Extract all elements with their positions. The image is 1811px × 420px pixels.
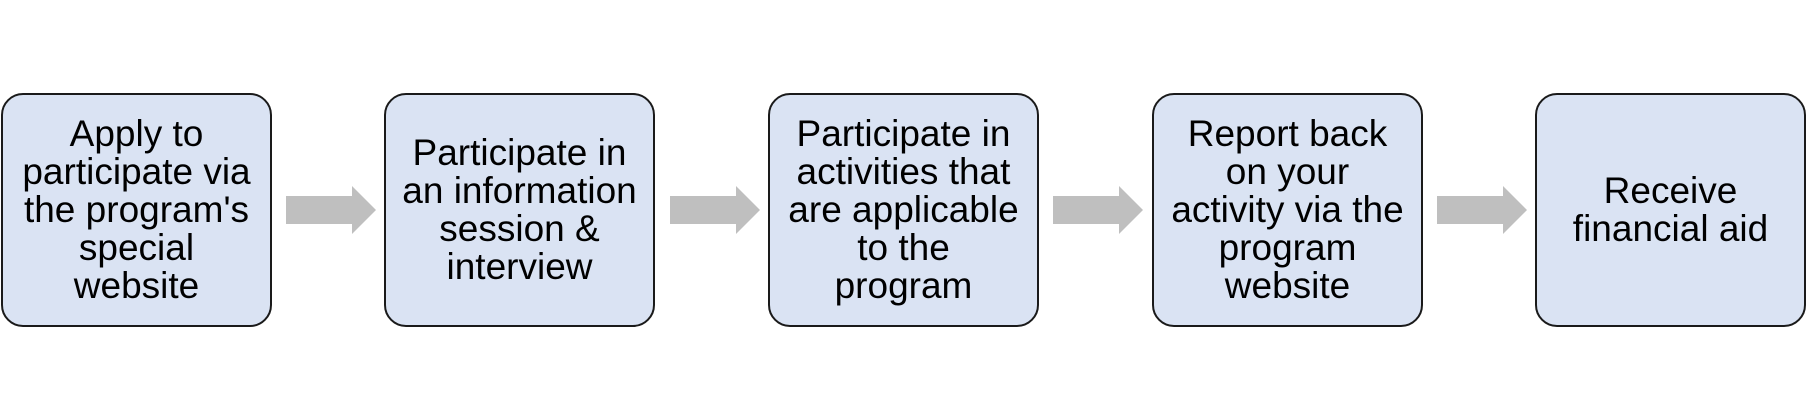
- step-receive-aid: Receive financial aid: [1535, 93, 1806, 327]
- step-label: Apply to participate via the program's s…: [22, 113, 251, 306]
- right-arrow-icon: [670, 186, 760, 234]
- step-label: Participate in activities that are appli…: [788, 113, 1019, 306]
- step-label: Receive financial aid: [1572, 170, 1769, 249]
- step-label: Report back on your activity via the pro…: [1171, 113, 1404, 306]
- right-arrow-icon: [286, 186, 376, 234]
- step-activities: Participate in activities that are appli…: [768, 93, 1039, 327]
- step-report-back: Report back on your activity via the pro…: [1152, 93, 1423, 327]
- right-arrow-icon: [1053, 186, 1143, 234]
- right-arrow-icon: [1437, 186, 1527, 234]
- step-apply: Apply to participate via the program's s…: [1, 93, 272, 327]
- step-label: Participate in an information session & …: [402, 132, 637, 287]
- step-information-session: Participate in an information session & …: [384, 93, 655, 327]
